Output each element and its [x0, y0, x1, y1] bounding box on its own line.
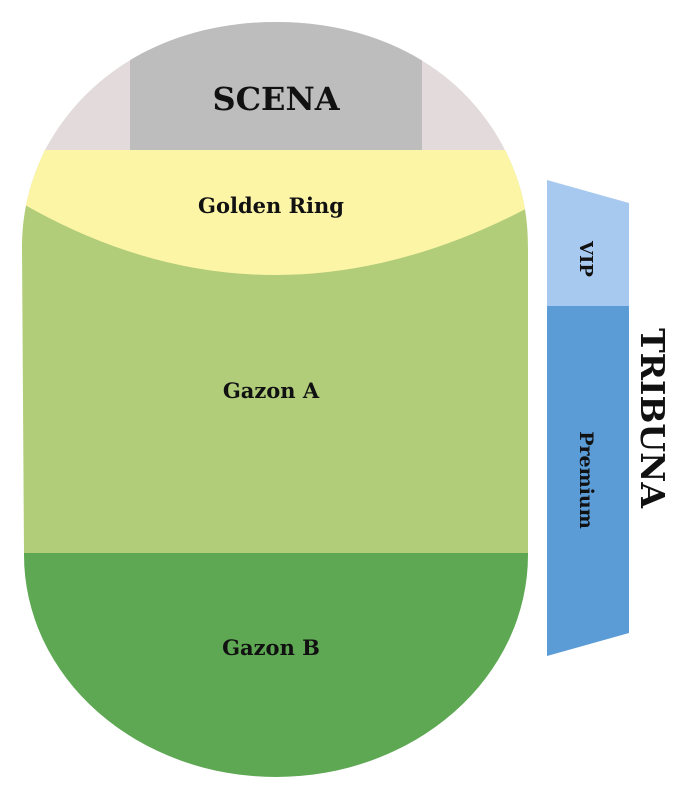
section-premium[interactable]	[547, 306, 629, 656]
vip-label: VIP	[575, 240, 596, 277]
stage-label: SCENA	[212, 80, 340, 118]
premium-label: Premium	[575, 431, 597, 529]
tribuna: VIP Premium TRIBUNA	[547, 180, 672, 656]
arena-floor	[0, 0, 560, 800]
section-golden-ring[interactable]	[0, 150, 560, 275]
gazon-b-label: Gazon B	[222, 635, 320, 660]
golden-ring-label: Golden Ring	[198, 193, 344, 218]
gazon-a-label: Gazon A	[223, 378, 320, 403]
tribuna-label: TRIBUNA	[633, 328, 672, 508]
section-gazon-b[interactable]	[0, 553, 560, 800]
stage-block[interactable]	[130, 0, 422, 150]
section-vip[interactable]	[547, 180, 629, 306]
